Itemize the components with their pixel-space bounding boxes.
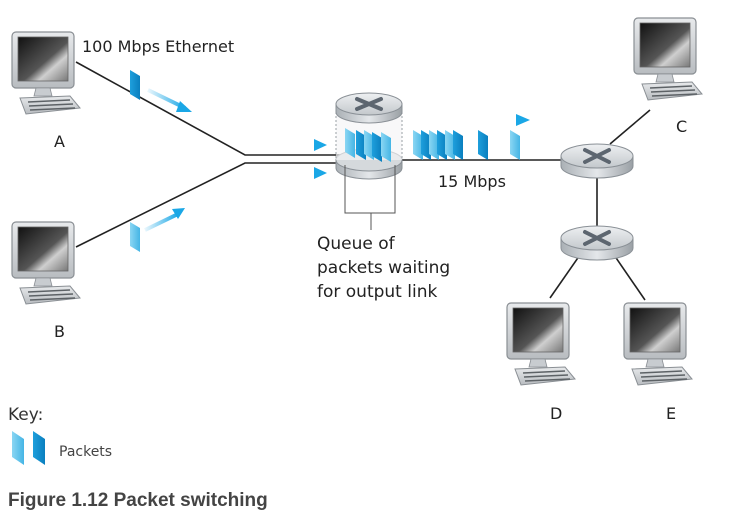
host-b-label: B <box>54 322 65 341</box>
arrow-into-router-bottom <box>250 167 327 179</box>
host-a-label: A <box>54 132 65 151</box>
packet-from-b <box>130 222 140 252</box>
computer-a-icon <box>11 31 81 115</box>
host-d-label: D <box>550 404 563 423</box>
figure-caption: Figure 1.12 Packet switching <box>8 490 268 511</box>
computer-d-icon <box>506 302 576 386</box>
queue-label: Queue of packets waiting for output link <box>317 234 451 302</box>
queue-bracket <box>344 165 396 230</box>
host-e-label: E <box>666 404 677 423</box>
host-c-label: C <box>676 117 688 136</box>
link-router-to-c <box>609 109 651 145</box>
outgoing-packets <box>413 130 520 160</box>
packet-from-a <box>130 70 140 100</box>
arrow-from-a <box>147 88 192 112</box>
router-de-icon <box>559 224 635 262</box>
computer-e-icon <box>623 302 693 386</box>
link-router-to-d <box>549 251 583 299</box>
outgoing-arrow <box>414 114 530 126</box>
output-link-label: 15 Mbps <box>438 172 506 191</box>
link-router-to-e <box>611 251 646 301</box>
key-packets-icon <box>12 431 45 465</box>
arrow-into-router-top <box>250 139 327 151</box>
key-packets-label: Packets <box>59 444 113 460</box>
computer-b-icon <box>11 221 81 305</box>
arrow-from-b <box>144 208 185 232</box>
link-b-to-router <box>75 162 345 248</box>
ethernet-link-label: 100 Mbps Ethernet <box>82 37 235 56</box>
computer-c-icon <box>633 17 703 101</box>
link-a-to-router <box>75 61 345 156</box>
key-title: Key: <box>8 405 44 425</box>
router-c-icon <box>559 142 635 180</box>
